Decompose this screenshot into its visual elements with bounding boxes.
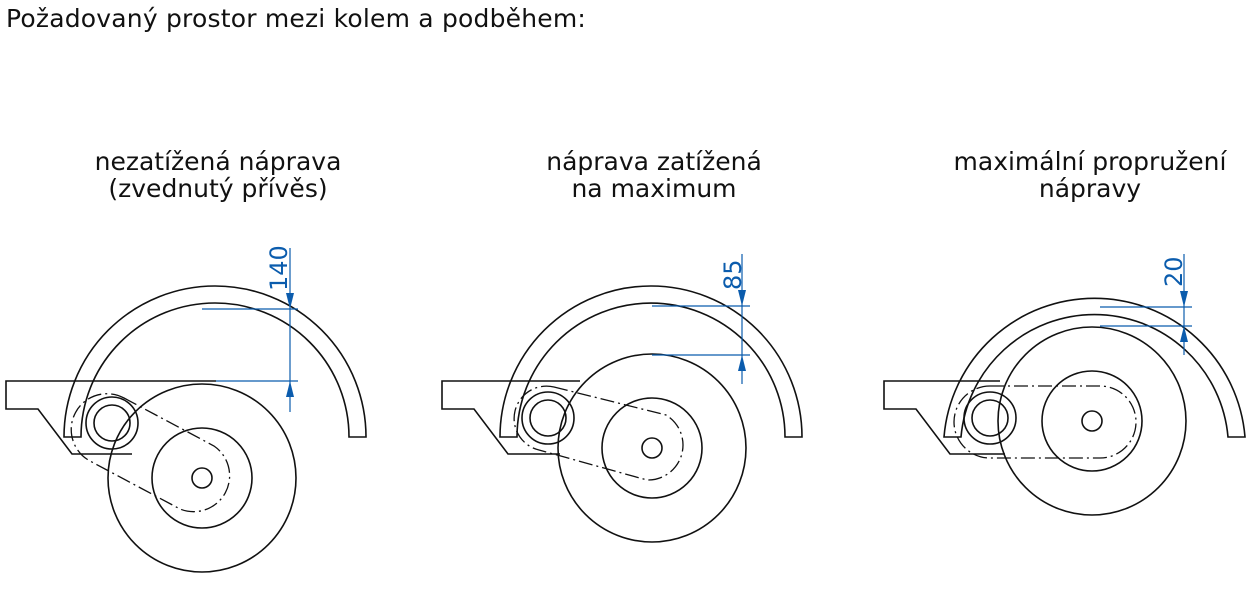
caption-max-compression-line1: maximální propružení bbox=[953, 147, 1227, 176]
arrow-bottom-max-loaded bbox=[738, 355, 746, 371]
fender-unloaded bbox=[63, 285, 367, 438]
pivot-outer-max-loaded bbox=[521, 391, 575, 445]
arrow-top-unloaded bbox=[286, 293, 294, 309]
arrow-top-max-compression bbox=[1180, 291, 1188, 307]
wheel-rim-unloaded bbox=[151, 427, 253, 529]
wheel-tyre-unloaded bbox=[107, 383, 297, 573]
caption-max-compression: maximální propružení nápravy bbox=[910, 148, 1250, 202]
arrow-top-max-loaded bbox=[738, 290, 746, 306]
caption-unloaded-line2: (zvednutý přívěs) bbox=[108, 174, 328, 203]
caption-max-compression-line2: nápravy bbox=[1038, 174, 1142, 203]
dimension-max-loaded: 85 bbox=[719, 259, 747, 290]
caption-unloaded: nezatížená náprava (zvednutý přívěs) bbox=[38, 148, 398, 202]
caption-max-loaded-line1: náprava zatížená bbox=[546, 147, 762, 176]
fender-max-compression bbox=[943, 297, 1246, 438]
wheel-hub-unloaded bbox=[191, 467, 213, 489]
caption-unloaded-line1: nezatížená náprava bbox=[94, 147, 342, 176]
wheel-rim-max-loaded bbox=[601, 397, 703, 499]
pivot-inner-unloaded bbox=[93, 404, 131, 442]
frame-bracket-unloaded bbox=[5, 380, 216, 455]
panel-max-loaded: 85 bbox=[441, 254, 803, 543]
panel-max-compression: 20 bbox=[883, 254, 1246, 516]
pivot-inner-max-compression bbox=[971, 399, 1009, 437]
frame-bracket-max-loaded bbox=[441, 380, 580, 455]
swing-arm-max-compression bbox=[953, 385, 1137, 459]
pivot-outer-max-compression bbox=[963, 391, 1017, 445]
fender-max-loaded bbox=[499, 285, 803, 438]
panel-unloaded: 140 bbox=[5, 245, 367, 573]
wheel-hub-max-loaded bbox=[641, 437, 663, 459]
wheel-tyre-max-compression bbox=[997, 326, 1187, 516]
swing-arm-max-loaded bbox=[513, 385, 684, 481]
caption-max-loaded-line2: na maximum bbox=[571, 174, 737, 203]
arrow-bottom-unloaded bbox=[286, 381, 294, 397]
arrow-bottom-max-compression bbox=[1180, 326, 1188, 342]
diagram-heading: Požadovaný prostor mezi kolem a podběhem… bbox=[6, 4, 587, 33]
dimension-max-compression: 20 bbox=[1160, 256, 1188, 287]
frame-bracket-max-compression bbox=[883, 380, 1005, 455]
swing-arm-unloaded bbox=[70, 393, 231, 513]
wheel-hub-max-compression bbox=[1081, 410, 1103, 432]
wheel-rim-max-compression bbox=[1041, 370, 1143, 472]
dimension-unloaded: 140 bbox=[265, 245, 293, 291]
pivot-inner-max-loaded bbox=[529, 399, 567, 437]
wheel-tyre-max-loaded bbox=[557, 353, 747, 543]
caption-max-loaded: náprava zatížená na maximum bbox=[474, 148, 834, 202]
